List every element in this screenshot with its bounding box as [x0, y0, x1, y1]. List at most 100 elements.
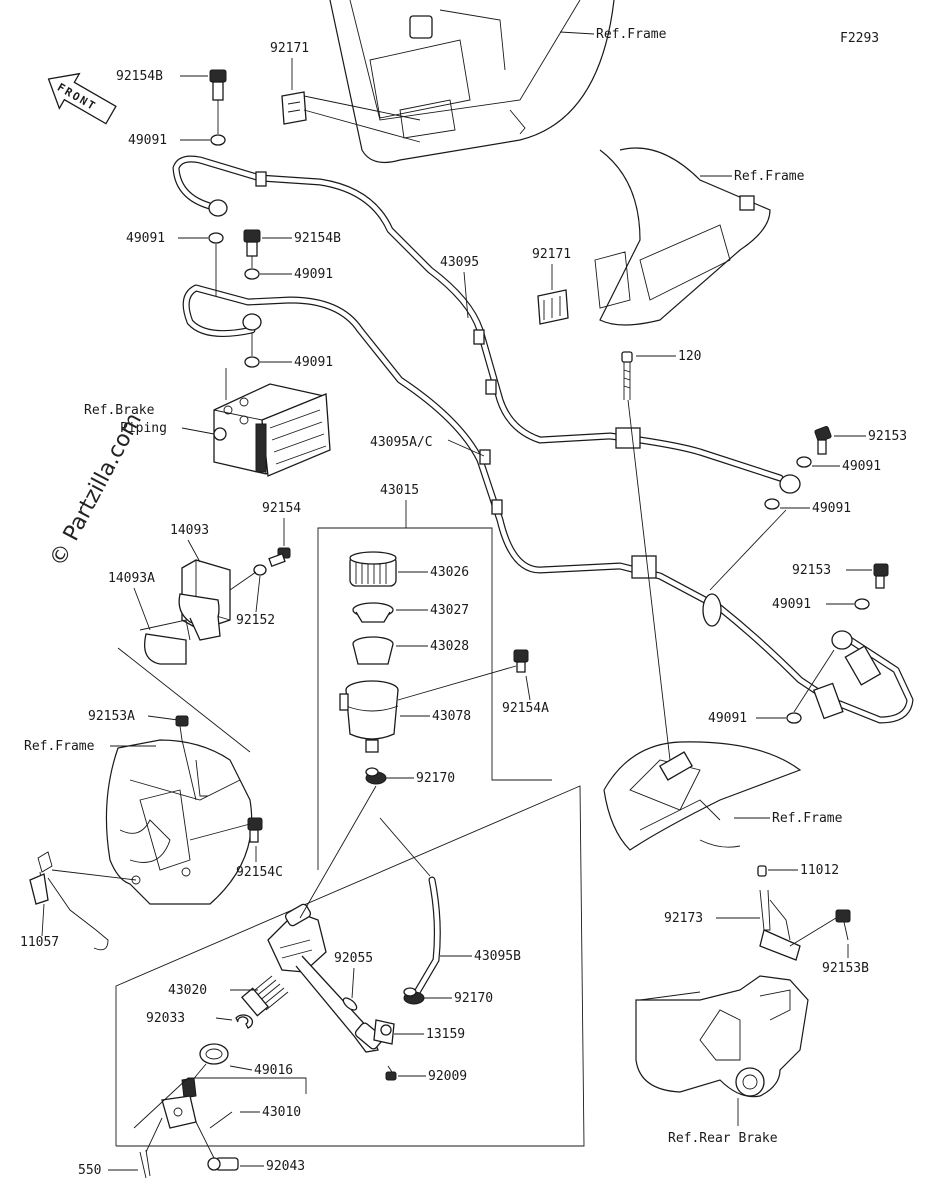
- bracket-14093: [139, 559, 231, 665]
- label-ref-frame-top: Ref.Frame: [596, 27, 667, 42]
- label-92153B: 92153B: [822, 961, 869, 976]
- banjo-bolt-92153-a: [814, 426, 832, 455]
- washer-92152: [253, 564, 267, 576]
- bracket-49016-43010: [133, 1077, 307, 1129]
- frame-top: [329, 0, 615, 163]
- pushrod-clevis: [161, 1063, 207, 1129]
- label-120: 120: [678, 349, 701, 364]
- hose-clamps: [255, 171, 882, 720]
- label-ref-brake-piping-1: Ref.Brake: [84, 403, 155, 418]
- label-49091-b: 49091: [126, 231, 165, 246]
- label-11012: 11012: [800, 863, 839, 878]
- label-49091-d: 49091: [294, 355, 333, 370]
- banjo-bolt-92154B-mid: [243, 229, 261, 257]
- washer-49091-c: [244, 268, 260, 280]
- fitting-13159: [373, 1019, 395, 1045]
- washer-49091-d: [244, 356, 260, 368]
- label-92055: 92055: [334, 951, 373, 966]
- frame-left: [105, 739, 253, 905]
- label-13159: 13159: [426, 1027, 465, 1042]
- front-arrow-icon: FRONT: [47, 72, 117, 125]
- clip-92173: [759, 889, 801, 961]
- bolt-92153A: [175, 715, 189, 741]
- cotter-pin-550: [139, 1149, 151, 1179]
- label-ref-frame-mid: Ref.Frame: [734, 169, 805, 184]
- washer-49091-e: [796, 456, 812, 468]
- label-43020: 43020: [168, 983, 207, 998]
- label-43095B: 43095B: [474, 949, 521, 964]
- label-49091-c: 49091: [294, 267, 333, 282]
- washer-49091-h: [786, 712, 802, 724]
- brake-line-43095ac: [182, 284, 914, 724]
- label-92154C: 92154C: [236, 865, 283, 880]
- label-92173: 92173: [664, 911, 703, 926]
- bracket-43015: [317, 527, 552, 870]
- label-43028: 43028: [430, 639, 469, 654]
- label-92009: 92009: [428, 1069, 467, 1084]
- pin-92043: [207, 1157, 239, 1171]
- reservoir-cap-43026: [349, 551, 397, 587]
- label-ref-rear-brake: Ref.Rear Brake: [668, 1131, 778, 1146]
- bracket-43010: [115, 785, 585, 1147]
- label-ref-frame-right: Ref.Frame: [772, 811, 843, 826]
- spring-43020: [241, 975, 289, 1017]
- washer-49091-b: [208, 232, 224, 244]
- label-92154: 92154: [262, 501, 301, 516]
- label-ref-brake-piping-2: Piping: [120, 421, 167, 436]
- banjo-bolt-92153-b: [873, 563, 889, 589]
- figure-code: F2293: [840, 31, 879, 46]
- bolt-92154: [268, 547, 291, 567]
- washer-49091-a: [210, 134, 226, 146]
- frame-mid-right: [594, 147, 771, 326]
- label-92043: 92043: [266, 1159, 305, 1174]
- reservoir-hose-43095B: [412, 876, 441, 998]
- abs-hydraulic-unit: [213, 383, 331, 477]
- banjo-bolt-92154B-top: [209, 69, 227, 101]
- label-92171-mid: 92171: [532, 247, 571, 262]
- label-550: 550: [78, 1163, 101, 1178]
- label-49091-h: 49091: [708, 711, 747, 726]
- washer-49091-g: [854, 598, 870, 610]
- reservoir-43078: [339, 680, 399, 753]
- bolt-92154A: [513, 649, 529, 673]
- diaphragm-43028: [352, 636, 394, 665]
- label-43095AC: 43095A/C: [370, 435, 433, 450]
- label-92153-a: 92153: [868, 429, 907, 444]
- label-43027: 43027: [430, 603, 469, 618]
- rear-brake-caliper-ref: [635, 975, 809, 1098]
- label-92152: 92152: [236, 613, 275, 628]
- bolt-92154C: [247, 817, 263, 843]
- label-14093: 14093: [170, 523, 209, 538]
- label-92153-b: 92153: [792, 563, 831, 578]
- frame-right-lower: [603, 741, 802, 851]
- label-49016: 49016: [254, 1063, 293, 1078]
- label-49091-a: 49091: [128, 133, 167, 148]
- master-cylinder-body: [267, 903, 384, 1053]
- plate-43027: [352, 602, 394, 623]
- screw-92009: [385, 1065, 397, 1081]
- label-92033: 92033: [146, 1011, 185, 1026]
- label-ref-frame-left: Ref.Frame: [24, 739, 95, 754]
- boot-49016: [199, 1043, 229, 1065]
- bolt-92153B: [835, 909, 851, 941]
- label-92170-a: 92170: [416, 771, 455, 786]
- label-49091-f: 49091: [812, 501, 851, 516]
- label-43010: 43010: [262, 1105, 301, 1120]
- label-43015: 43015: [380, 483, 419, 498]
- label-92154B-top: 92154B: [116, 69, 163, 84]
- label-49091-g: 49091: [772, 597, 811, 612]
- label-92170-b: 92170: [454, 991, 493, 1006]
- brake-line-43095: [172, 155, 784, 482]
- label-11057: 11057: [20, 935, 59, 950]
- grommet-92171-top: [281, 91, 307, 125]
- label-92153A: 92153A: [88, 709, 135, 724]
- label-43095: 43095: [440, 255, 479, 270]
- label-43078: 43078: [432, 709, 471, 724]
- brake-switch-11057: [29, 851, 109, 951]
- circlip-92033: [235, 1014, 254, 1029]
- label-92154B-mid: 92154B: [294, 231, 341, 246]
- oring-92055: [342, 997, 358, 1011]
- grommet-92171-mid: [537, 289, 569, 325]
- label-92154A: 92154A: [502, 701, 549, 716]
